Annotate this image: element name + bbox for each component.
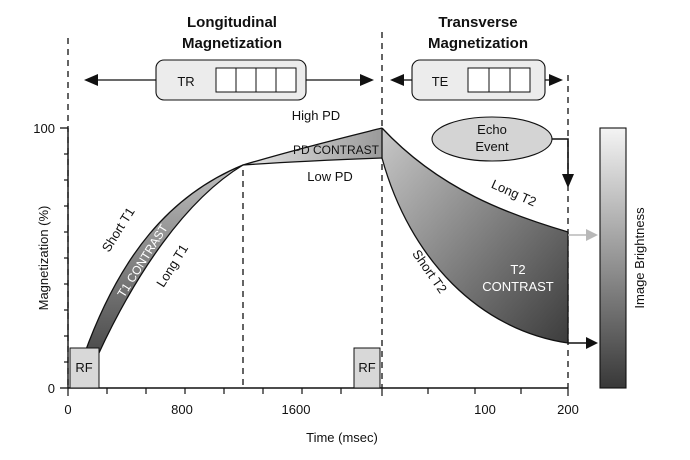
rf-label-tr: RF: [358, 360, 375, 375]
x-tick-label-0: 0: [64, 402, 71, 417]
pd-contrast-label: PD CONTRAST: [293, 143, 380, 157]
short-t1-high-pd-curve: [83, 127, 383, 356]
x-tick-label-1600: 1600: [282, 402, 311, 417]
tr-box: TR: [155, 59, 307, 101]
echo-event-bubble: Echo Event: [431, 116, 553, 162]
tr-label: TR: [177, 74, 194, 89]
image-brightness-bar: [599, 127, 627, 389]
t2-contrast-label-line2: CONTRAST: [482, 279, 554, 294]
te-timing-arrow: [390, 74, 563, 86]
longitudinal-header-line2: Magnetization: [182, 35, 282, 52]
short-t2-curve: [381, 157, 569, 344]
echo-label-line1: Echo: [477, 122, 507, 137]
x-tick-label-200: 200: [557, 402, 579, 417]
short-t2-brightness-arrow: [568, 337, 598, 349]
long-t2-curve: [381, 127, 569, 233]
transverse-header-line1: Transverse: [438, 14, 517, 31]
x-axis-title: Time (msec): [306, 430, 378, 445]
x-tick-label-100: 100: [474, 402, 496, 417]
high-pd-label: High PD: [292, 108, 340, 123]
y-tick-label-100: 100: [33, 121, 55, 136]
te-box: TE: [411, 59, 546, 101]
y-axis-title: Magnetization (%): [36, 206, 51, 311]
t2-contrast-label-line1: T2: [510, 262, 525, 277]
echo-arrow: [552, 138, 574, 188]
x-tick-label-800: 800: [171, 402, 193, 417]
longitudinal-header-line1: Longitudinal: [187, 14, 277, 31]
rf-label-start: RF: [75, 360, 92, 375]
t1-contrast-region: [84, 128, 382, 355]
x-axis-ticks: [67, 388, 569, 396]
tr-timing-arrow: [84, 74, 374, 86]
low-pd-label: Low PD: [307, 169, 353, 184]
y-tick-label-0: 0: [48, 381, 55, 396]
short-t1-label: Short T1: [99, 205, 138, 255]
y-axis-ticks: [60, 127, 68, 389]
transverse-header-line2: Magnetization: [428, 35, 528, 52]
rf-box-start: RF: [69, 347, 100, 389]
image-brightness-label: Image Brightness: [632, 207, 647, 309]
long-t2-brightness-arrow: [568, 229, 598, 241]
long-t1-low-pd-curve: [97, 157, 383, 356]
long-t2-label: Long T2: [489, 176, 538, 209]
t2-contrast-region: [382, 128, 568, 343]
te-label: TE: [432, 74, 449, 89]
echo-label-line2: Event: [475, 139, 509, 154]
rf-box-tr: RF: [353, 347, 381, 389]
